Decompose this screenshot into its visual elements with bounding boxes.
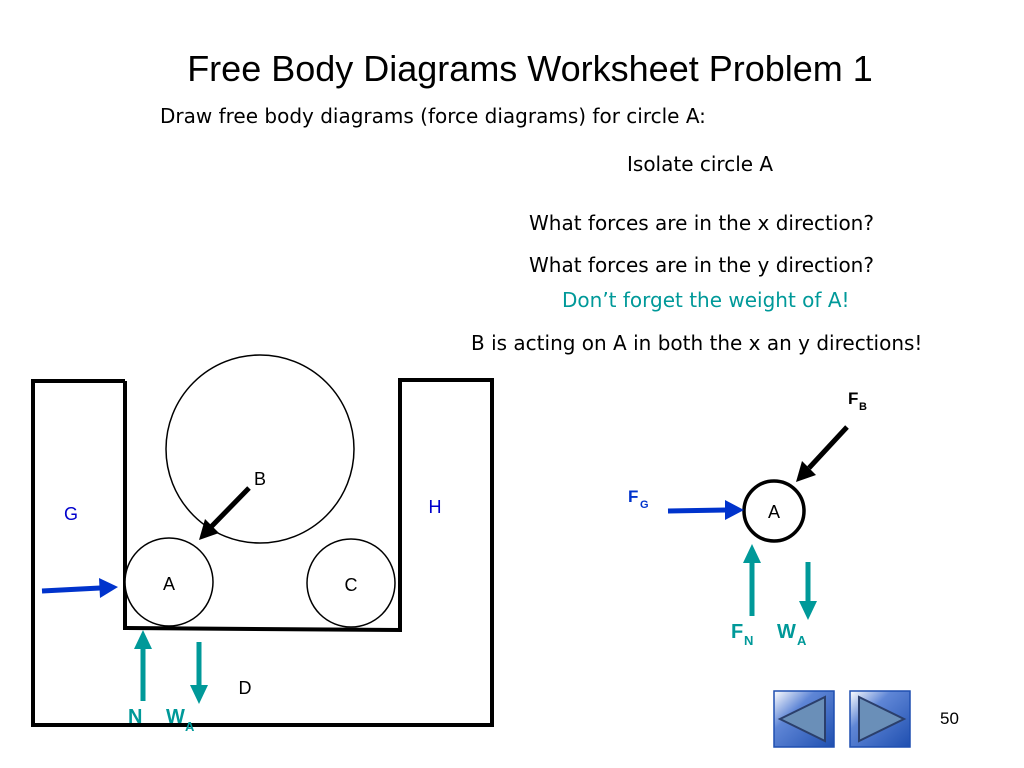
fbd-fb-label: F <box>848 389 858 408</box>
container-outline <box>31 378 494 727</box>
fbd-wa-sub: A <box>797 633 807 648</box>
fbd-fb-arrowhead <box>796 461 816 482</box>
triangle-right-icon <box>858 695 907 743</box>
wall-h-label: H <box>429 497 442 517</box>
fbd-fg-label: F <box>628 487 638 506</box>
circle-c-label: C <box>345 575 358 595</box>
fbd-fg-arrow <box>667 507 727 514</box>
instruction-isolate: Isolate circle A <box>627 152 774 176</box>
fbd-circle-a-label: A <box>768 502 780 522</box>
circle-c <box>306 538 396 628</box>
instruction-weight-reminder: Don’t forget the weight of A! <box>562 288 850 312</box>
weight-label: W <box>166 706 185 728</box>
slide-title: Free Body Diagrams Worksheet Problem 1 <box>187 48 873 89</box>
next-slide-button[interactable] <box>849 690 911 748</box>
normal-force-arrowhead <box>134 630 152 649</box>
force-b-on-a-arrowhead <box>199 519 219 540</box>
force-b-on-a-arrow <box>208 486 251 530</box>
fbd-fn-label: F <box>731 621 743 643</box>
circle-b <box>165 354 355 544</box>
fbd-fb-sub: B <box>859 401 867 413</box>
container-d-label: D <box>239 678 252 698</box>
circle-a <box>124 537 214 627</box>
fbd-fg-sub: G <box>640 499 649 511</box>
force-g-arrow <box>41 585 101 594</box>
instruction-x-forces: What forces are in the x direction? <box>529 211 874 235</box>
force-g-arrowhead <box>99 578 118 598</box>
fbd-wa-arrowhead <box>799 601 817 620</box>
weight-arrowhead <box>190 685 208 704</box>
instruction-y-forces: What forces are in the y direction? <box>529 253 874 277</box>
prev-slide-button[interactable] <box>773 690 835 748</box>
fbd-circle-a <box>742 479 806 543</box>
instruction-b-note: B is acting on A in both the x an y dire… <box>471 331 923 355</box>
fbd-fg-arrowhead <box>725 500 744 520</box>
circle-a-label: A <box>163 574 175 594</box>
wall-g-label: G <box>64 504 78 524</box>
slide-subtitle: Draw free body diagrams (force diagrams)… <box>160 104 706 128</box>
fbd-fn-sub: N <box>744 633 753 648</box>
triangle-left-icon <box>777 695 826 743</box>
weight-label-sub: A <box>185 719 195 734</box>
fbd-fn-arrowhead <box>743 544 761 563</box>
page-number: 50 <box>940 709 959 728</box>
fbd-wa-label: W <box>777 621 796 643</box>
normal-label: N <box>128 706 142 728</box>
circle-b-label: B <box>254 469 266 489</box>
fbd-fb-arrow <box>807 425 849 470</box>
